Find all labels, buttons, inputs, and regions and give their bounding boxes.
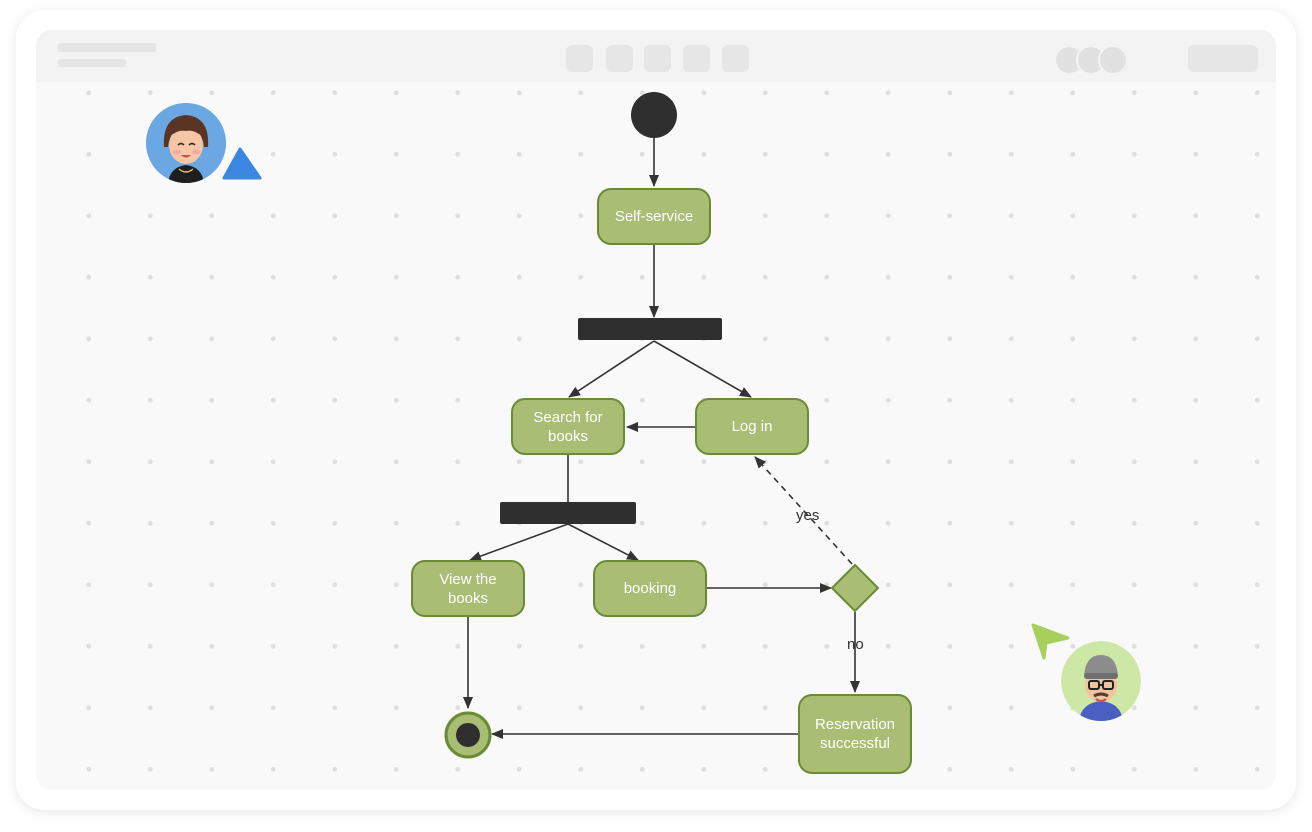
collaborator-avatar-3[interactable] [1098, 45, 1128, 75]
subtitle-placeholder [58, 59, 126, 67]
toolbar-button-5[interactable] [722, 45, 749, 72]
node-view-books-label: View the books [439, 570, 497, 607]
start-node [631, 92, 677, 138]
edge-fork-to-login [653, 340, 752, 398]
edge-label-yes: yes [796, 507, 820, 524]
fork-bar-2[interactable] [500, 502, 636, 524]
edge-label-no: no [847, 636, 864, 653]
node-log-in-label: Log in [731, 418, 773, 435]
woman-avatar-icon [146, 103, 226, 183]
edge-fork-to-search [568, 340, 655, 398]
fork-bar-1[interactable] [578, 318, 722, 340]
end-node-inner [456, 723, 480, 747]
green-cursor-icon [1031, 623, 1070, 660]
node-booking-label: booking [623, 580, 677, 597]
share-button[interactable] [1188, 45, 1258, 72]
edge-fork2-to-booking [567, 523, 639, 561]
node-search-books[interactable]: Search for books [511, 398, 625, 455]
toolbar-button-1[interactable] [566, 45, 593, 72]
node-view-books[interactable]: View the books [411, 560, 525, 617]
node-self-service-label: Self-service [614, 208, 694, 225]
node-search-books-label: Search for books [533, 408, 603, 445]
node-log-in[interactable]: Log in [695, 398, 809, 455]
node-booking[interactable]: booking [593, 560, 707, 617]
blue-cursor-icon [222, 147, 262, 180]
node-reservation-successful[interactable]: Reservation successful [798, 694, 912, 774]
title-placeholder [58, 43, 156, 52]
node-reservation-label: Reservation successful [814, 716, 896, 752]
toolbar-button-3[interactable] [644, 45, 671, 72]
decision-node [830, 563, 880, 613]
toolbar-button-4[interactable] [683, 45, 710, 72]
edge-decision-to-login-yes [754, 456, 853, 565]
man-avatar-icon [1061, 641, 1141, 721]
node-self-service[interactable]: Self-service [597, 188, 711, 245]
toolbar-button-2[interactable] [606, 45, 633, 72]
edge-fork2-to-view [469, 523, 569, 561]
